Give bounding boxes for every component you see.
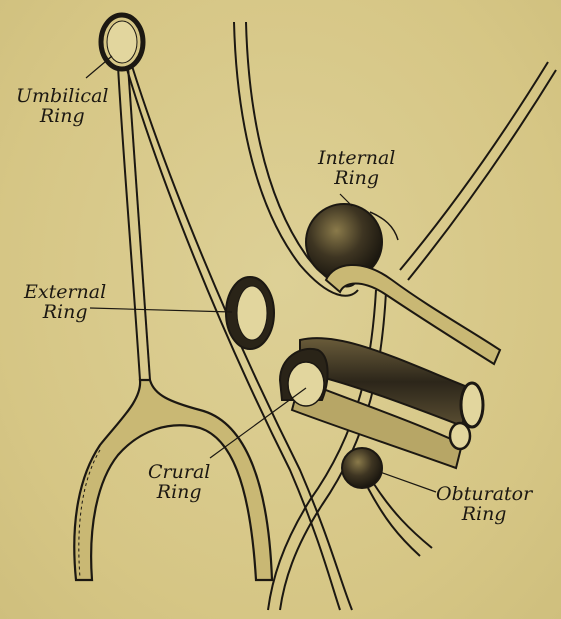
internal-ring-label: Internal Ring bbox=[318, 148, 395, 188]
obturator-ring-figure bbox=[342, 448, 432, 556]
internal-label-line2: Ring bbox=[318, 168, 395, 188]
external-ring-figure bbox=[226, 277, 274, 349]
crural-label-line1: Crural bbox=[148, 462, 210, 482]
umbilical-ring-label: Umbilical Ring bbox=[16, 86, 108, 126]
diagonal-vessel bbox=[400, 62, 556, 280]
crural-ring-figure bbox=[280, 349, 328, 406]
obturator-label-line2: Ring bbox=[436, 504, 532, 524]
umbilical-label-line1: Umbilical bbox=[16, 86, 108, 106]
umbilical-ring-figure bbox=[101, 15, 143, 69]
obturator-label-line1: Obturator bbox=[436, 484, 532, 504]
crural-label-line2: Ring bbox=[148, 482, 210, 502]
crural-ring-label: Crural Ring bbox=[148, 462, 210, 502]
umbilical-label-line2: Ring bbox=[16, 106, 108, 126]
obturator-ring-label: Obturator Ring bbox=[436, 484, 532, 524]
external-label-line1: External bbox=[24, 282, 106, 302]
external-ring-label: External Ring bbox=[24, 282, 106, 322]
internal-label-line1: Internal bbox=[318, 148, 395, 168]
external-label-line2: Ring bbox=[24, 302, 106, 322]
